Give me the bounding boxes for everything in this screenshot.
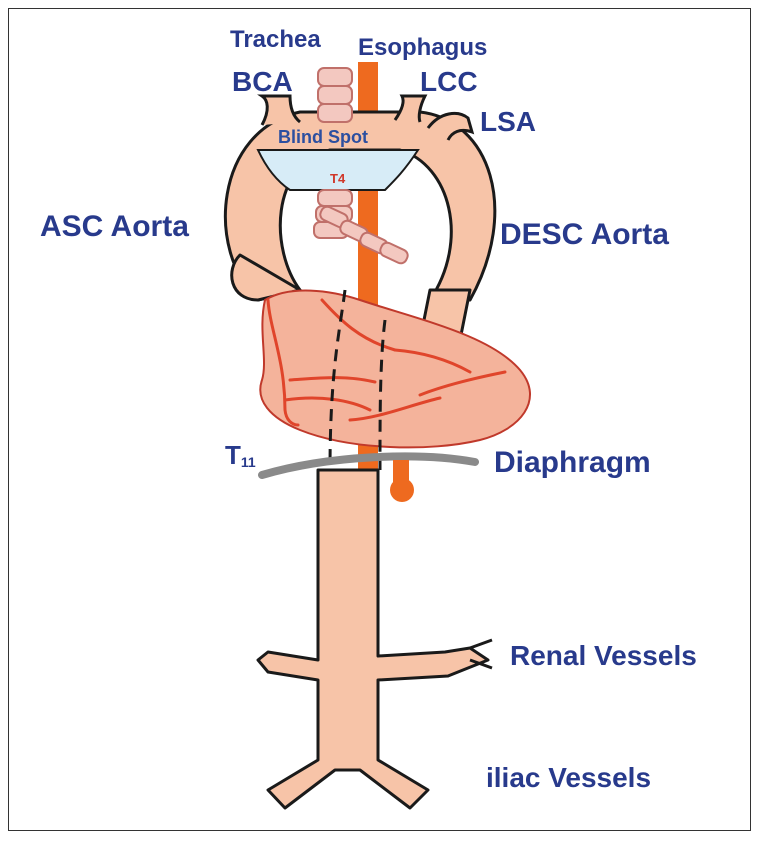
blind-spot-label: Blind Spot: [278, 128, 368, 146]
diaphragm-label: Diaphragm: [494, 448, 651, 478]
esophagus-label: Esophagus: [358, 36, 487, 60]
t11-subscript: 11: [241, 454, 256, 470]
iliac-vessels-label: iliac Vessels: [486, 764, 651, 792]
trachea-label: Trachea: [230, 28, 321, 52]
heart: [260, 291, 530, 448]
lcc-vessel: [395, 96, 425, 122]
bca-vessel: [262, 96, 300, 125]
lsa-label: LSA: [480, 108, 536, 136]
renal-vessels-label: Renal Vessels: [510, 642, 697, 670]
asc-aorta-label: ASC Aorta: [40, 212, 189, 242]
bca-label: BCA: [232, 68, 293, 96]
desc-aorta-label: DESC Aorta: [500, 220, 669, 250]
esophagus-bulb: [390, 478, 414, 502]
t4-label: T4: [330, 172, 345, 185]
abdominal-aorta: [258, 470, 488, 808]
lcc-label: LCC: [420, 68, 478, 96]
t11-main: T: [225, 440, 241, 470]
t11-label: T11: [225, 442, 256, 469]
